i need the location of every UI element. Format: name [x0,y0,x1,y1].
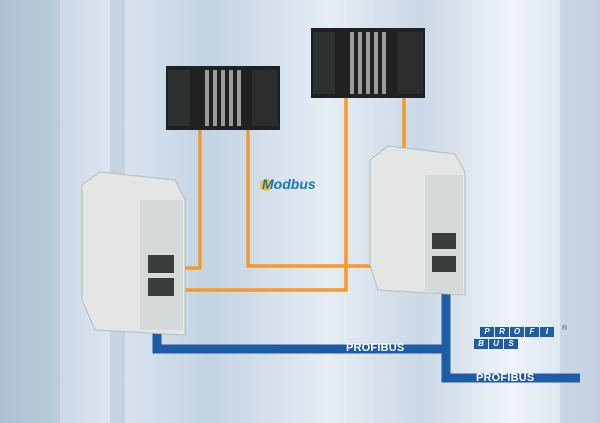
ethernet-port-1 [148,255,174,273]
logo-letter: R [495,327,509,337]
logo-letter: U [489,339,503,349]
plc-rack-2 [311,28,425,98]
logo-letter: P [480,327,494,337]
registered-mark: ® [562,325,568,332]
profibus-logo: P R O F I B U S [474,327,554,351]
profibus-cables [152,290,580,383]
profibus-label: PROFIBUS [476,372,535,384]
profibus-cable-2 [441,349,580,383]
gateway-device-left [81,171,186,336]
plc-rack-1 [166,66,280,130]
profibus-label: PROFIBUS [346,342,405,354]
logo-letter: F [525,327,539,337]
profibus-cable-1 [152,290,451,354]
logo-letter: S [504,339,518,349]
modbus-logo: Modbus [262,176,316,192]
modbus-logo-icon [260,179,272,191]
ethernet-port-2 [148,278,174,296]
modbus-cable-plc2-left [165,96,348,292]
ethernet-port-4 [432,256,456,272]
logo-letter: B [474,339,488,349]
logo-letter: I [540,327,554,337]
gateway-device-right [369,145,466,296]
ethernet-port-3 [432,233,456,249]
logo-letter: O [510,327,524,337]
